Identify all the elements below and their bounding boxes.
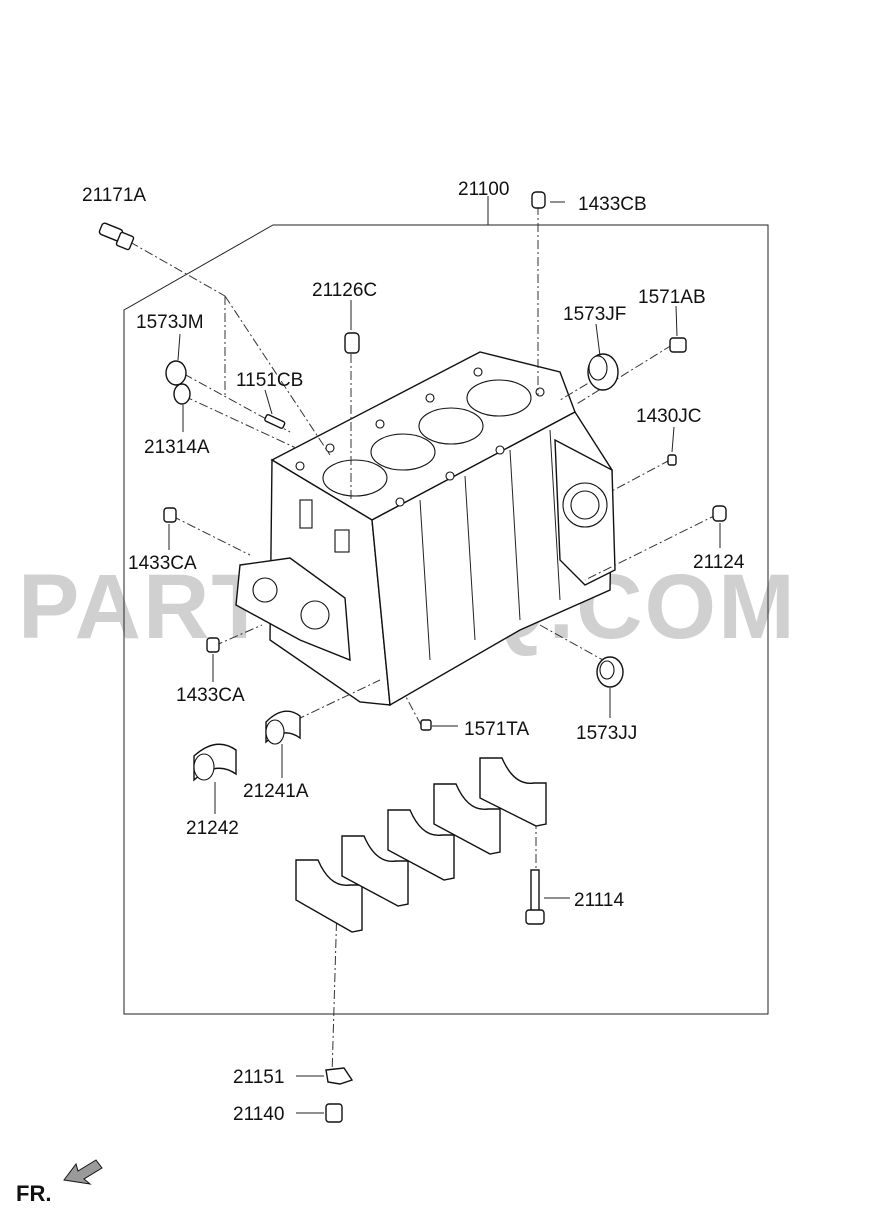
- part-1151CB-bolt[interactable]: [264, 414, 286, 429]
- label-21171A: 21171A: [82, 185, 146, 206]
- front-direction-indicator: FR.: [16, 1159, 103, 1206]
- part-21171A-sensor[interactable]: [98, 222, 135, 251]
- part-1571TA-plug[interactable]: [420, 719, 432, 731]
- part-1573JM-cap[interactable]: [165, 360, 187, 386]
- label-21124: 21124: [693, 552, 745, 573]
- label-21242: 21242: [186, 818, 239, 839]
- label-1430JC: 1430JC: [636, 406, 702, 427]
- label-21114: 21114: [574, 890, 624, 911]
- part-21126C-plug[interactable]: [344, 332, 360, 354]
- label-1573JF: 1573JF: [563, 304, 626, 325]
- label-1571TA: 1571TA: [464, 719, 529, 740]
- label-1151CB: 1151CB: [236, 370, 303, 391]
- label-21126C: 21126C: [312, 280, 377, 301]
- part-21140-bolt[interactable]: [325, 1103, 343, 1123]
- assembly-frame: [123, 224, 769, 1015]
- main-bearing-caps[interactable]: [295, 757, 547, 933]
- label-1433CA-top: 1433CA: [128, 553, 197, 574]
- direction-label: FR.: [16, 1181, 51, 1206]
- label-1573JJ: 1573JJ: [576, 723, 637, 744]
- part-1573JF-seal[interactable]: [587, 353, 619, 391]
- front-arrow-icon: [63, 1159, 103, 1185]
- label-1571AB: 1571AB: [638, 287, 706, 308]
- label-21241A: 21241A: [243, 781, 309, 802]
- part-21241A-thrust-bearing[interactable]: [265, 710, 301, 745]
- part-1433CB-dowel[interactable]: [531, 191, 546, 209]
- cylinder-block[interactable]: [235, 351, 616, 707]
- part-21151-bracket[interactable]: [325, 1067, 354, 1085]
- label-21314A: 21314A: [144, 437, 210, 458]
- part-1573JJ-seal[interactable]: [596, 656, 624, 688]
- label-1573JM: 1573JM: [136, 312, 204, 333]
- label-21151: 21151: [233, 1067, 284, 1088]
- label-21140: 21140: [233, 1104, 284, 1125]
- label-1433CB: 1433CB: [578, 194, 647, 215]
- part-21242-thrust-bearing[interactable]: [193, 743, 237, 782]
- part-21124-dowel[interactable]: [712, 505, 727, 522]
- label-1433CA-bottom: 1433CA: [176, 685, 245, 706]
- part-1571AB-plug[interactable]: [669, 337, 687, 353]
- part-21314A-cap[interactable]: [173, 383, 191, 405]
- label-21100: 21100: [458, 179, 509, 200]
- part-21114-bearing-cap-bolt[interactable]: [525, 869, 545, 925]
- part-1433CA-top-dowel[interactable]: [163, 507, 177, 523]
- part-1433CA-bottom-dowel[interactable]: [206, 637, 220, 653]
- part-1430JC-pin[interactable]: [667, 454, 677, 466]
